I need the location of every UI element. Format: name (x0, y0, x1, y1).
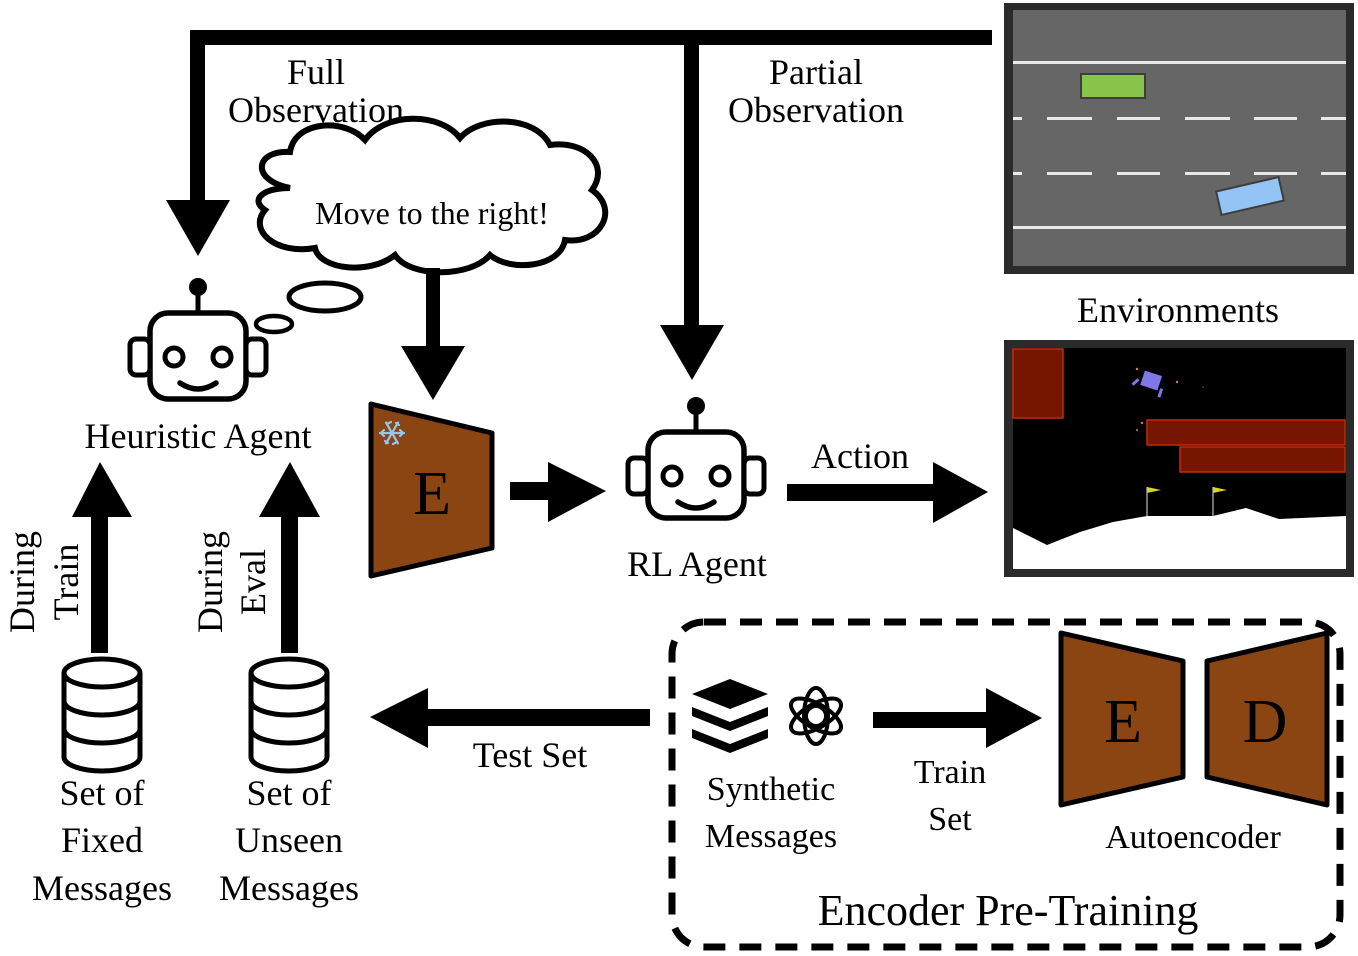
obstacle-block-lower (1179, 446, 1346, 473)
thought-text: Move to the right! (315, 195, 549, 231)
train-set-label-line2: Set (928, 801, 972, 838)
highway-environment (1004, 3, 1354, 274)
cloud-dot-small (253, 313, 295, 335)
top-bus-line (190, 30, 992, 45)
during-train-label-line2: Train (46, 544, 86, 621)
landing-flag-right (1212, 487, 1227, 516)
landing-flag-left (1146, 487, 1161, 516)
synthetic-messages-label-line1: Synthetic (707, 771, 835, 808)
cloud-dot-large (286, 280, 364, 314)
autoencoder-encoder (1058, 630, 1186, 808)
lunar-terrain (1013, 508, 1346, 569)
fixed-messages-label-line3: Messages (32, 868, 172, 908)
autoencoder-decoder-letter: D (1243, 688, 1288, 756)
unseen-messages-label-line2: Unseen (235, 820, 343, 860)
full-observation-arrowhead (166, 200, 230, 256)
during-train-label-line1: During (2, 531, 42, 633)
heuristic-agent-label: Heuristic Agent (85, 416, 312, 456)
encoder-to-agent-stem (510, 482, 554, 500)
fixed-messages-database-icon (64, 659, 140, 771)
full-observation-stem (190, 30, 205, 205)
lane-dashed-2 (1013, 172, 1346, 175)
unseen-messages-label-line1: Set of (247, 773, 332, 813)
action-label: Action (811, 436, 909, 476)
unseen-messages-database-icon (251, 659, 327, 771)
cloud-shape (255, 115, 609, 276)
blue-vehicle (1214, 175, 1286, 217)
autoencoder-decoder (1204, 630, 1330, 808)
frozen-encoder: E (368, 401, 495, 579)
lunar-lander-environment (1004, 340, 1354, 577)
unseen-messages-label-line3: Messages (219, 868, 359, 908)
partial-observation-label-line2: Observation (728, 90, 904, 130)
train-set-arrow-head (986, 688, 1042, 748)
during-eval-label-line1: During (190, 531, 230, 633)
encoder-to-agent-arrowhead (548, 462, 606, 522)
green-vehicle (1080, 73, 1146, 99)
full-observation-label-line1: Full (287, 52, 345, 92)
test-set-label: Test Set (473, 735, 587, 775)
eval-arrow-head (259, 462, 320, 517)
rl-agent-robot-icon (628, 397, 764, 518)
action-arrow-head (933, 462, 988, 523)
fixed-messages-label-line2: Fixed (61, 820, 143, 860)
lander-vehicle (1131, 370, 1164, 398)
train-arrow-head (72, 462, 132, 517)
encoder-letter: E (413, 460, 451, 528)
encoder-pretraining-title: Encoder Pre-Training (818, 886, 1199, 935)
full-observation-label-line2: Observation (228, 90, 404, 130)
lane-solid-top (1013, 61, 1346, 64)
train-set-label-line1: Train (914, 754, 986, 791)
heuristic-agent-robot-icon (130, 278, 266, 399)
partial-observation-arrowhead (660, 325, 724, 380)
lane-dashed-1 (1013, 117, 1346, 120)
cloud-to-encoder-arrowhead (401, 346, 465, 400)
environments-title: Environments (1077, 290, 1279, 330)
encoder-trapezoid (368, 401, 495, 579)
observation-lines (166, 30, 992, 380)
lane-solid-bottom (1013, 226, 1346, 229)
obstacle-block-upper (1146, 419, 1346, 446)
autoencoder-label: Autoencoder (1105, 819, 1281, 856)
fixed-messages-label-line1: Set of (60, 773, 145, 813)
train-arrow-stem (91, 510, 108, 653)
synthetic-messages-label-line2: Messages (705, 818, 837, 855)
partial-observation-stem (684, 30, 699, 330)
encoder-pretraining-box (668, 618, 1344, 951)
cloud-to-encoder-stem (426, 268, 440, 350)
train-set-arrow-stem (873, 712, 993, 728)
test-set-arrow-stem (424, 709, 650, 726)
partial-observation-label-line1: Partial (769, 52, 863, 92)
layers-icon (692, 679, 768, 753)
openai-logo-icon (789, 686, 843, 746)
autoencoder-encoder-letter: E (1104, 688, 1142, 756)
action-arrow-stem (787, 484, 939, 501)
test-set-arrow-head (370, 688, 428, 748)
rl-agent-label: RL Agent (627, 544, 767, 584)
highway-road (1013, 10, 1346, 266)
thought-bubble: Move to the right! (253, 115, 609, 335)
eval-arrow-stem (281, 510, 298, 653)
obstacle-block-left (1012, 348, 1064, 419)
snowflake-icon (378, 420, 406, 446)
lander-particles (1135, 367, 1204, 431)
during-eval-label-line2: Eval (233, 549, 273, 615)
autoencoder: E D (1058, 630, 1330, 808)
